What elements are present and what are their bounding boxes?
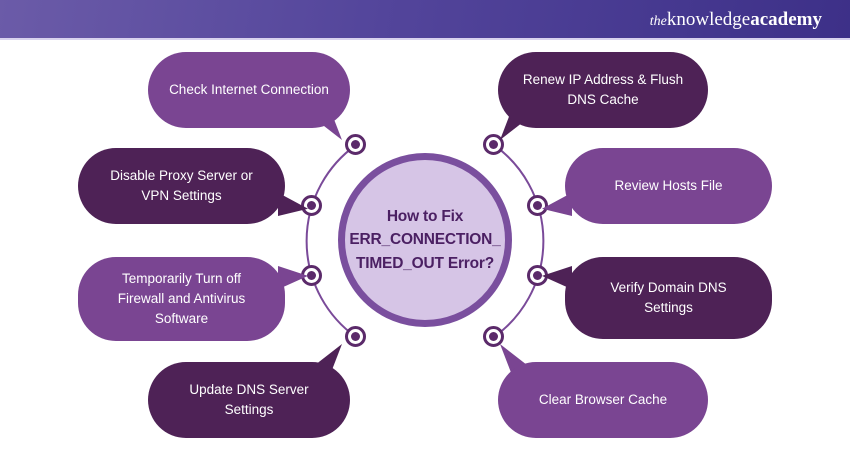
title-line: How to Fix bbox=[386, 208, 464, 226]
connector-node-icon bbox=[483, 134, 504, 155]
connector-node-icon bbox=[345, 326, 366, 347]
connector-node-icon bbox=[345, 134, 366, 155]
bubble-label: Disable Proxy Server or VPN Settings bbox=[110, 167, 253, 203]
bubble-label: Clear Browser Cache bbox=[538, 391, 668, 407]
bubble-disable-proxy-vpn: Disable Proxy Server or VPN Settings bbox=[78, 148, 285, 224]
bubble-label: Renew IP Address & Flush DNS Cache bbox=[522, 71, 684, 107]
bubble-label: Review Hosts File bbox=[614, 177, 723, 193]
logo-academy: academy bbox=[750, 8, 822, 30]
title-line: TIMED_OUT Error? bbox=[355, 254, 495, 272]
title-line: ERR_CONNECTION_ bbox=[349, 231, 501, 249]
bubble-renew-ip-flush-dns: Renew IP Address & Flush DNS Cache bbox=[498, 52, 708, 128]
bubble-label: Check Internet Connection bbox=[169, 81, 329, 97]
brand-logo: theknowledgeacademy bbox=[650, 10, 822, 29]
bubble-turn-off-firewall-antivirus: Temporarily Turn off Firewall and Antivi… bbox=[78, 257, 285, 341]
connector-node-icon bbox=[483, 326, 504, 347]
bubble-label: Update DNS Server Settings bbox=[189, 381, 309, 417]
connector-node-icon bbox=[301, 195, 322, 216]
bubble-check-internet-connection: Check Internet Connection bbox=[148, 52, 350, 128]
bubble-update-dns-server: Update DNS Server Settings bbox=[148, 362, 350, 438]
logo-knowledge: knowledge bbox=[666, 8, 751, 30]
logo-the: the bbox=[649, 13, 667, 29]
bubble-clear-browser-cache: Clear Browser Cache bbox=[498, 362, 708, 438]
bubble-verify-domain-dns: Verify Domain DNS Settings bbox=[565, 257, 772, 339]
bubble-review-hosts-file: Review Hosts File bbox=[565, 148, 772, 224]
bubble-label: Temporarily Turn off Firewall and Antivi… bbox=[117, 270, 246, 327]
header-bar: theknowledgeacademy bbox=[0, 0, 850, 40]
connector-node-icon bbox=[527, 265, 548, 286]
central-title-circle: How to Fix ERR_CONNECTION_ TIMED_OUT Err… bbox=[338, 153, 512, 327]
bubble-label: Verify Domain DNS Settings bbox=[610, 279, 727, 315]
connector-node-icon bbox=[527, 195, 548, 216]
